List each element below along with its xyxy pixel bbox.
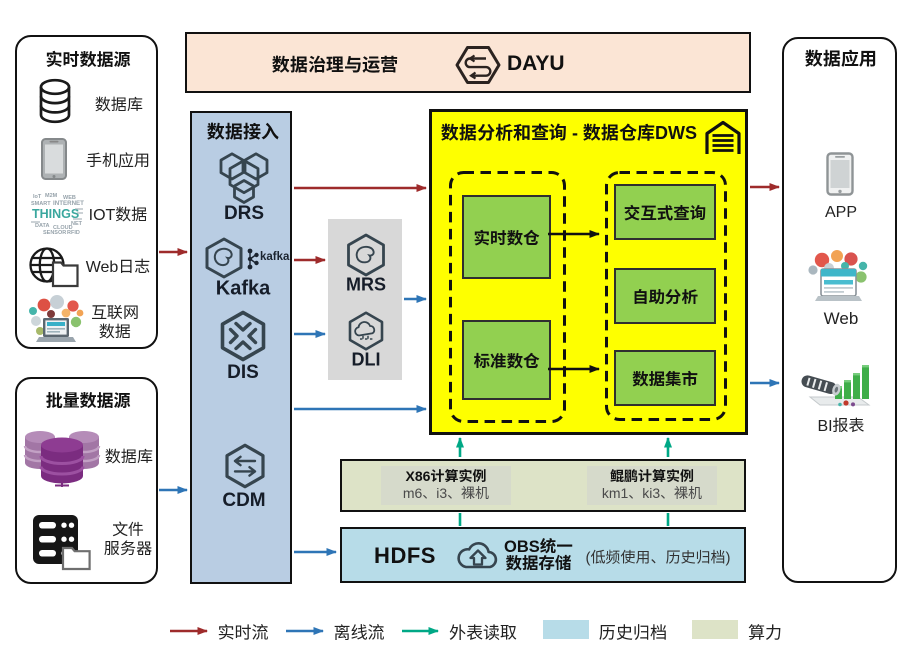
dis-label: DIS — [227, 362, 259, 383]
svg-text:CLOUD: CLOUD — [53, 225, 73, 231]
application-label: BI报表 — [817, 418, 865, 435]
source-item-label: Web日志 — [85, 259, 151, 276]
source-item-label: 文件 服务器 — [103, 522, 152, 558]
dws-title: 数据分析和查询 - 数据仓库DWS — [441, 123, 697, 143]
legend-swatch-compute — [692, 620, 738, 639]
svg-text:NET: NET — [71, 221, 83, 227]
applications-title: 数据应用 — [805, 49, 877, 69]
hdfs-label: HDFS — [374, 543, 436, 568]
legend-label-offline: 离线流 — [333, 623, 385, 643]
svg-text:IoT: IoT — [33, 194, 42, 200]
compute-group-x86 — [381, 466, 511, 505]
node-realtime-warehouse: 实时数仓 — [462, 195, 551, 279]
obs-label: OBS统一 数据存储 — [504, 538, 573, 573]
compute-group-title: 鲲鹏计算实例 — [610, 468, 694, 484]
compute-group-subtitle: m6、i3、裸机 — [402, 485, 490, 501]
dis-icon — [217, 310, 269, 362]
service-group — [605, 171, 727, 421]
svg-text:RFID: RFID — [67, 230, 80, 236]
kafka-icon — [203, 237, 245, 279]
node-label: 实时数仓 — [473, 230, 540, 248]
legend-swatch-archive — [543, 620, 589, 639]
node-label: 数据集市 — [632, 371, 698, 389]
storage-panel: HDFS OBS统一 数据存储 (低频使用、历史归档) — [340, 527, 746, 583]
node-self-analysis: 自助分析 — [614, 268, 716, 324]
dayu-icon — [455, 44, 501, 86]
kafka-label: Kafka — [215, 277, 271, 300]
compute-group-subtitle: km1、ki3、裸机 — [601, 485, 703, 501]
mrs-icon — [344, 233, 388, 277]
source-item-label: 手机应用 — [85, 153, 151, 170]
governance-panel: 数据治理与运营 DAYU — [185, 32, 751, 93]
node-label: 交互式查询 — [623, 205, 707, 223]
legend-label-compute: 算力 — [748, 623, 782, 643]
svg-text:SMART: SMART — [31, 201, 51, 207]
svg-text:SENSOR: SENSOR — [43, 230, 66, 236]
dayu-label: DAYU — [507, 52, 565, 75]
warehouse-icon — [703, 119, 743, 155]
source-item-label: IOT数据 — [88, 207, 148, 224]
batch-sources-panel: 批量数据源 数 — [15, 377, 158, 584]
node-label: 自助分析 — [632, 289, 698, 307]
source-item-label: 数据库 — [104, 449, 154, 466]
application-label: Web — [823, 309, 859, 328]
compute-group-kunpeng — [587, 466, 717, 505]
svg-text:WEB: WEB — [63, 195, 76, 201]
node-label: 标准数仓 — [473, 353, 540, 371]
legend-label-realtime: 实时流 — [217, 623, 269, 643]
application-label: APP — [824, 204, 858, 221]
mrs-label: MRS — [346, 274, 386, 295]
applications-panel: 数据应用 APP Web — [782, 37, 897, 583]
warehouse-group — [449, 171, 566, 423]
node-interactive-query: 交互式查询 — [614, 184, 716, 240]
cdm-icon — [222, 443, 268, 489]
legend-label-external: 外表读取 — [449, 623, 517, 643]
node-standard-warehouse: 标准数仓 — [462, 320, 551, 400]
realtime-sources-title: 实时数据源 — [45, 50, 131, 70]
storage-note: (低频使用、历史归档) — [585, 549, 731, 567]
obs-cloud-icon — [456, 537, 500, 575]
kafka-logo-icon — [246, 247, 259, 271]
database-stack-icon — [22, 424, 102, 488]
bi-chart-icon — [800, 361, 872, 407]
compute-group-title: X86计算实例 — [405, 468, 487, 484]
svg-text:THINGS: THINGS — [32, 207, 79, 221]
internet-icon — [28, 294, 84, 346]
svg-text:DATA: DATA — [35, 223, 49, 229]
phone-icon — [41, 138, 68, 181]
weblog-icon — [28, 244, 84, 288]
legend-label-archive: 历史归档 — [599, 623, 667, 643]
drs-label: DRS — [223, 203, 265, 224]
compute-panel: X86计算实例 m6、i3、裸机 鲲鹏计算实例 km1、ki3、裸机 — [340, 459, 746, 512]
cdm-label: CDM — [222, 490, 266, 511]
drs-icon — [218, 152, 270, 204]
processing-panel: MRS DLI — [328, 219, 402, 380]
database-icon — [37, 78, 73, 124]
ingest-panel: 数据接入 DRS kafka Kafka — [190, 111, 292, 584]
app-phone-icon — [826, 152, 854, 196]
ingest-title: 数据接入 — [207, 122, 279, 142]
batch-sources-title: 批量数据源 — [45, 391, 131, 411]
dli-label: DLI — [351, 349, 381, 370]
svg-text:M2M: M2M — [45, 193, 58, 199]
governance-title: 数据治理与运营 — [272, 55, 398, 75]
source-item-label: 互联网 数据 — [90, 305, 139, 341]
web-icon — [808, 249, 870, 305]
source-item-label: 数据库 — [94, 97, 144, 114]
node-data-mart: 数据集市 — [614, 350, 716, 406]
dli-icon — [346, 311, 386, 351]
svg-text:INTERNET: INTERNET — [53, 200, 84, 207]
dws-panel: 数据分析和查询 - 数据仓库DWS 实时数仓 标准数仓 交互式查询 自助分析 数… — [429, 109, 748, 435]
file-server-icon — [31, 513, 93, 571]
kafka-badge: kafka — [260, 251, 290, 263]
